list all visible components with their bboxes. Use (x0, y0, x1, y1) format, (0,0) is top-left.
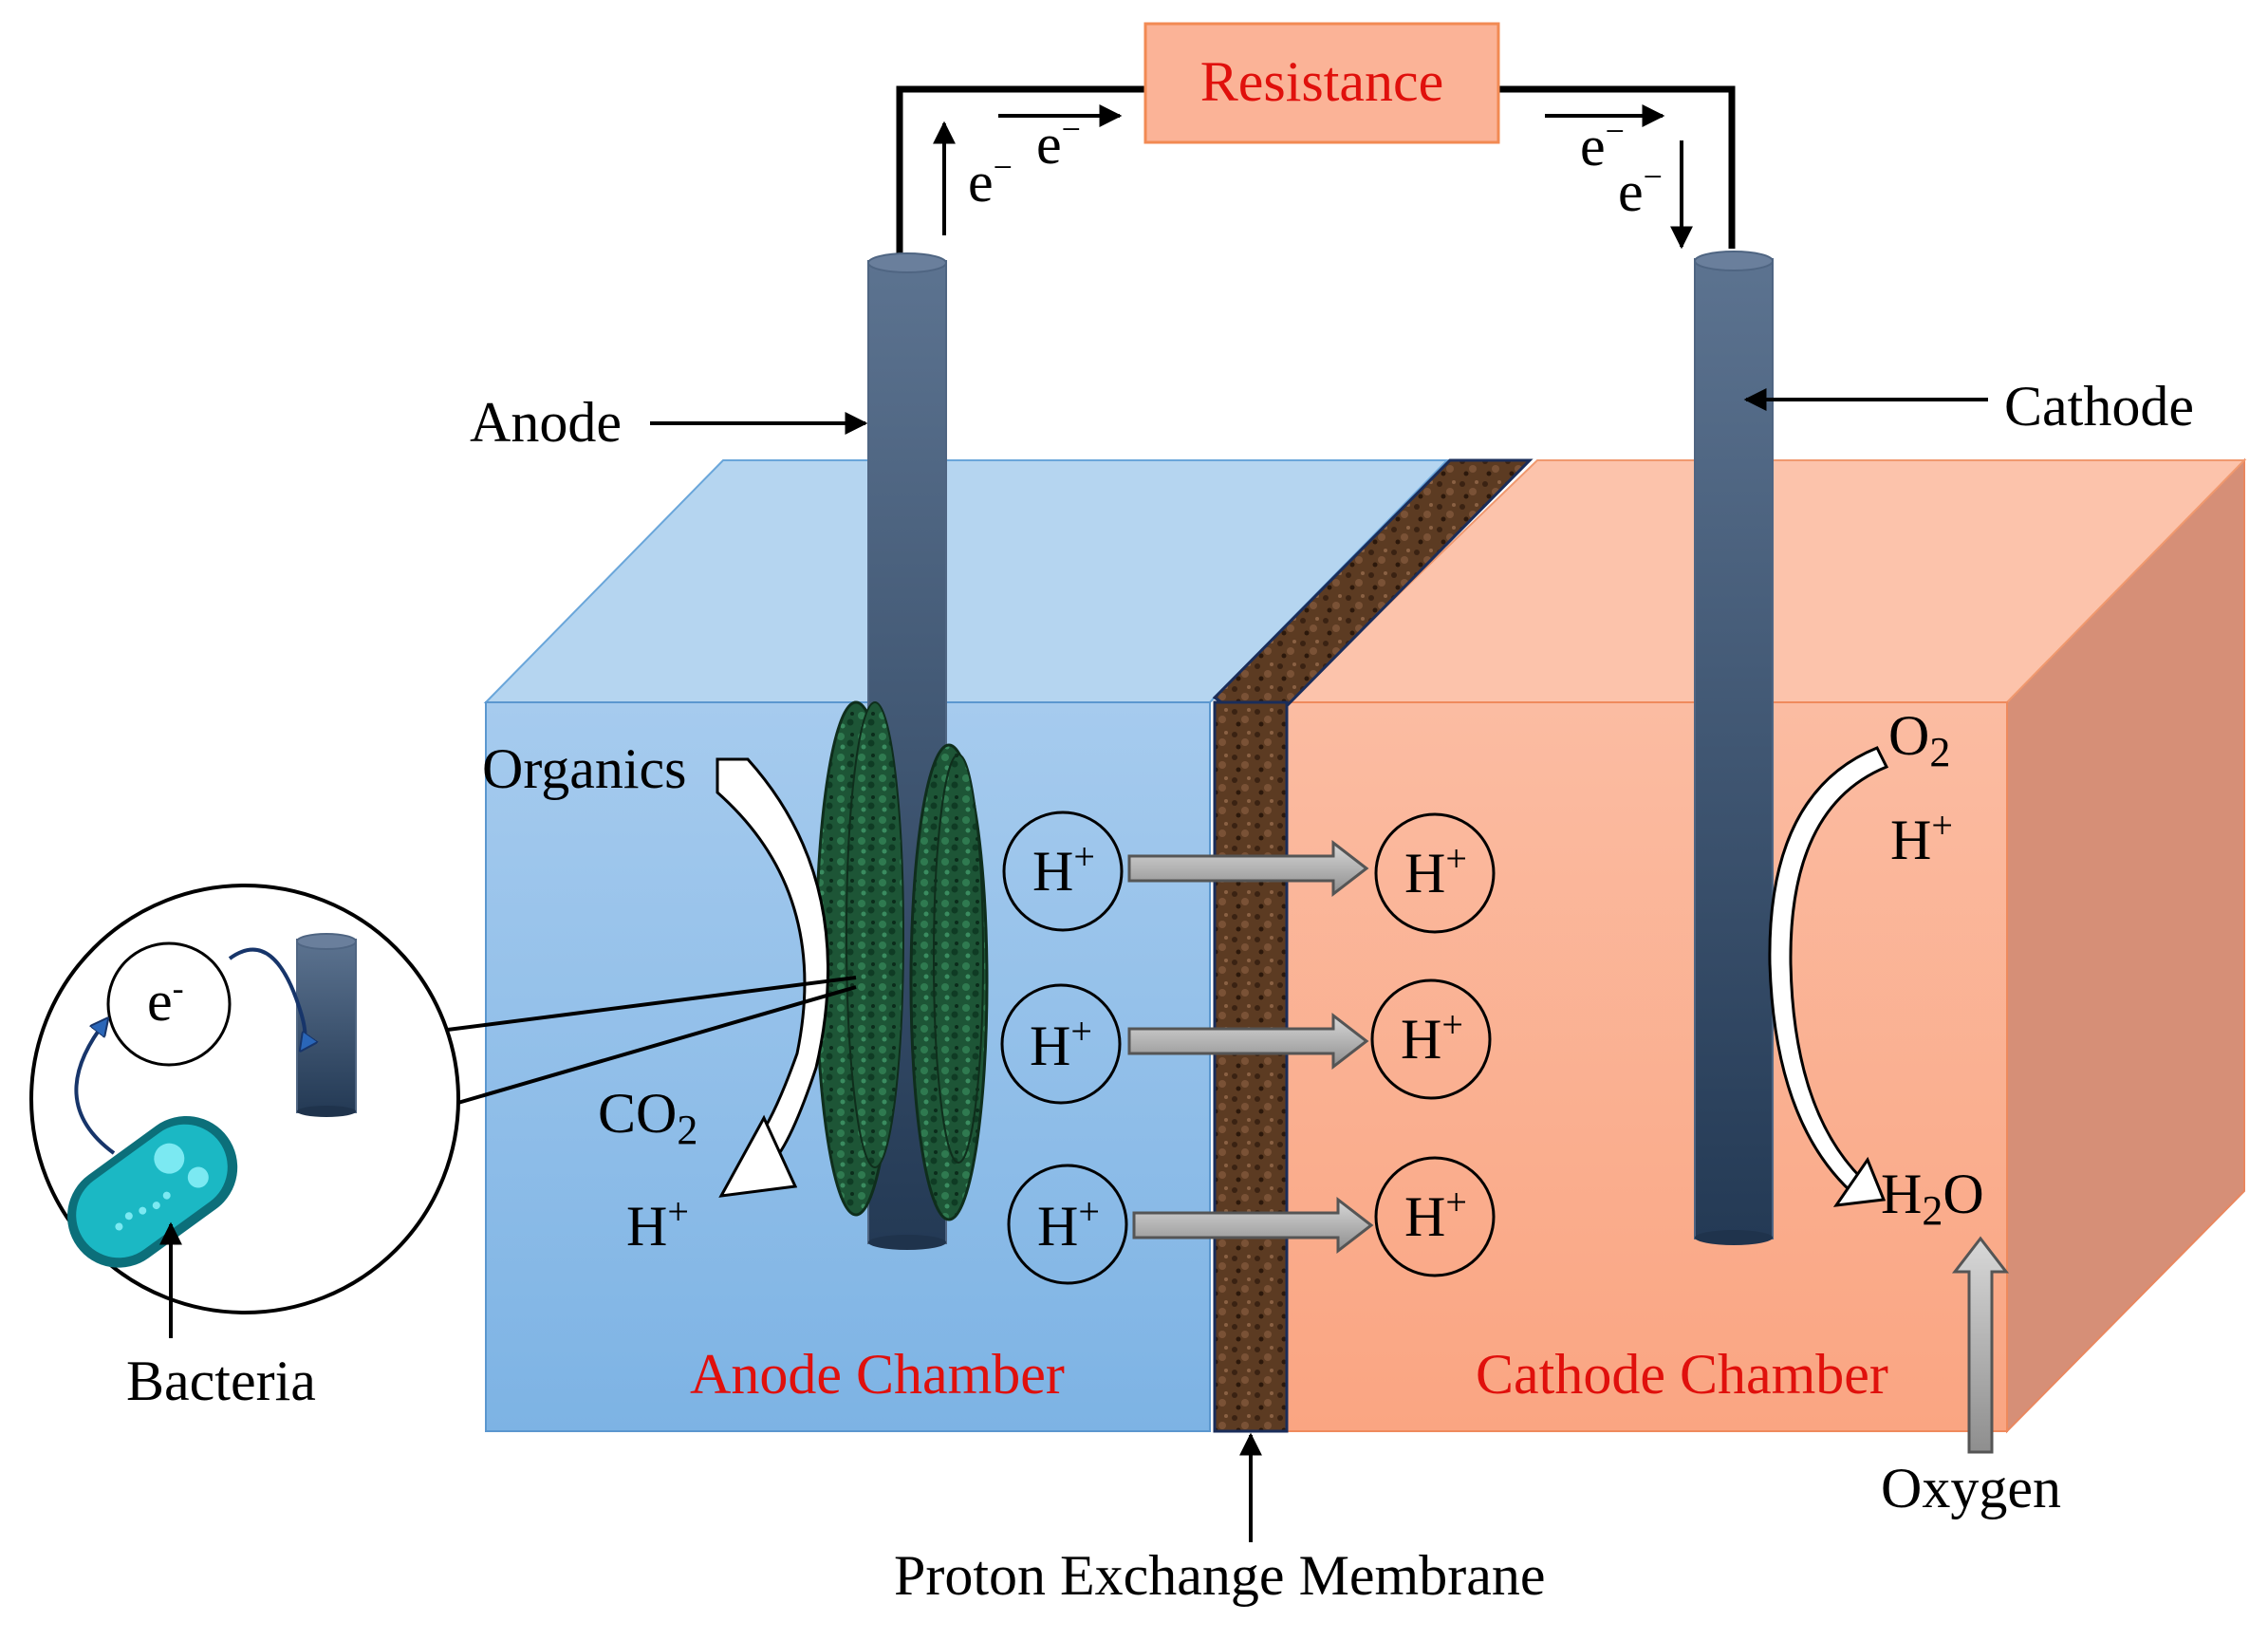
resistance-box (1143, 22, 1500, 144)
cathode-chamber-front (1286, 701, 2008, 1432)
electron-label: e− (1036, 110, 1081, 176)
electron-flow-arrow (74, 1020, 116, 1155)
proton-arrow (1132, 1196, 1374, 1255)
bacteria-label: Bacteria (126, 1350, 316, 1412)
oxygen-arrow (1951, 1236, 2010, 1454)
h-plus-circle (1002, 811, 1124, 932)
electron-label: e− (1618, 158, 1663, 223)
cathode-electrode (1694, 251, 1774, 1245)
h2o-label: H2O (1881, 1163, 1984, 1234)
organics-label: Organics (482, 737, 687, 800)
electron-label: e− (968, 148, 1013, 214)
cathode-label: Cathode (2004, 375, 2194, 438)
h-plus-circle (1000, 983, 1122, 1105)
zoom-line (437, 985, 857, 1110)
cathode-h-plus-label: H+ (1890, 804, 1953, 871)
organics-arrow-head (718, 1114, 798, 1198)
h-plus-circle (1374, 812, 1496, 934)
h-plus-label: H+ (1030, 1010, 1092, 1077)
h-plus-circle (1007, 1164, 1128, 1285)
proton-exchange-membrane (1212, 458, 1534, 1433)
anode-h-plus-label: H+ (626, 1190, 689, 1258)
proton-transfer-row: H+ H+ (1000, 978, 1492, 1105)
h-plus-label: H+ (1404, 837, 1467, 904)
bacteria-zoom-inset: e- Bacteria (29, 884, 857, 1412)
cathode-reaction-arrow-head (1832, 1156, 1887, 1207)
external-circuit: Resistance (896, 22, 1736, 254)
membrane-front (1213, 700, 1289, 1433)
electron-icon (106, 941, 232, 1067)
mini-electrode (296, 939, 357, 1113)
electron-flow: e− e− e− e− (933, 104, 1693, 250)
electron-flow-arrow (228, 947, 306, 1049)
h-plus-circle (1370, 978, 1492, 1100)
oxygen-label: Oxygen (1881, 1457, 2061, 1519)
bacterium-icon (66, 1115, 238, 1268)
anode-chamber-label: Anode Chamber (690, 1343, 1065, 1406)
membrane-label: Proton Exchange Membrane (894, 1544, 1545, 1607)
proton-arrow (1127, 839, 1369, 898)
proton-transfer-row: H+ H+ (1007, 1156, 1496, 1285)
biofilm (814, 700, 989, 1221)
proton-arrow (1127, 1012, 1369, 1071)
zoom-line (424, 976, 857, 1034)
anode-label: Anode (470, 391, 622, 454)
resistance-label: Resistance (1200, 50, 1444, 113)
cathode-chamber-label: Cathode Chamber (1476, 1343, 1888, 1406)
h-plus-circle (1374, 1156, 1496, 1277)
